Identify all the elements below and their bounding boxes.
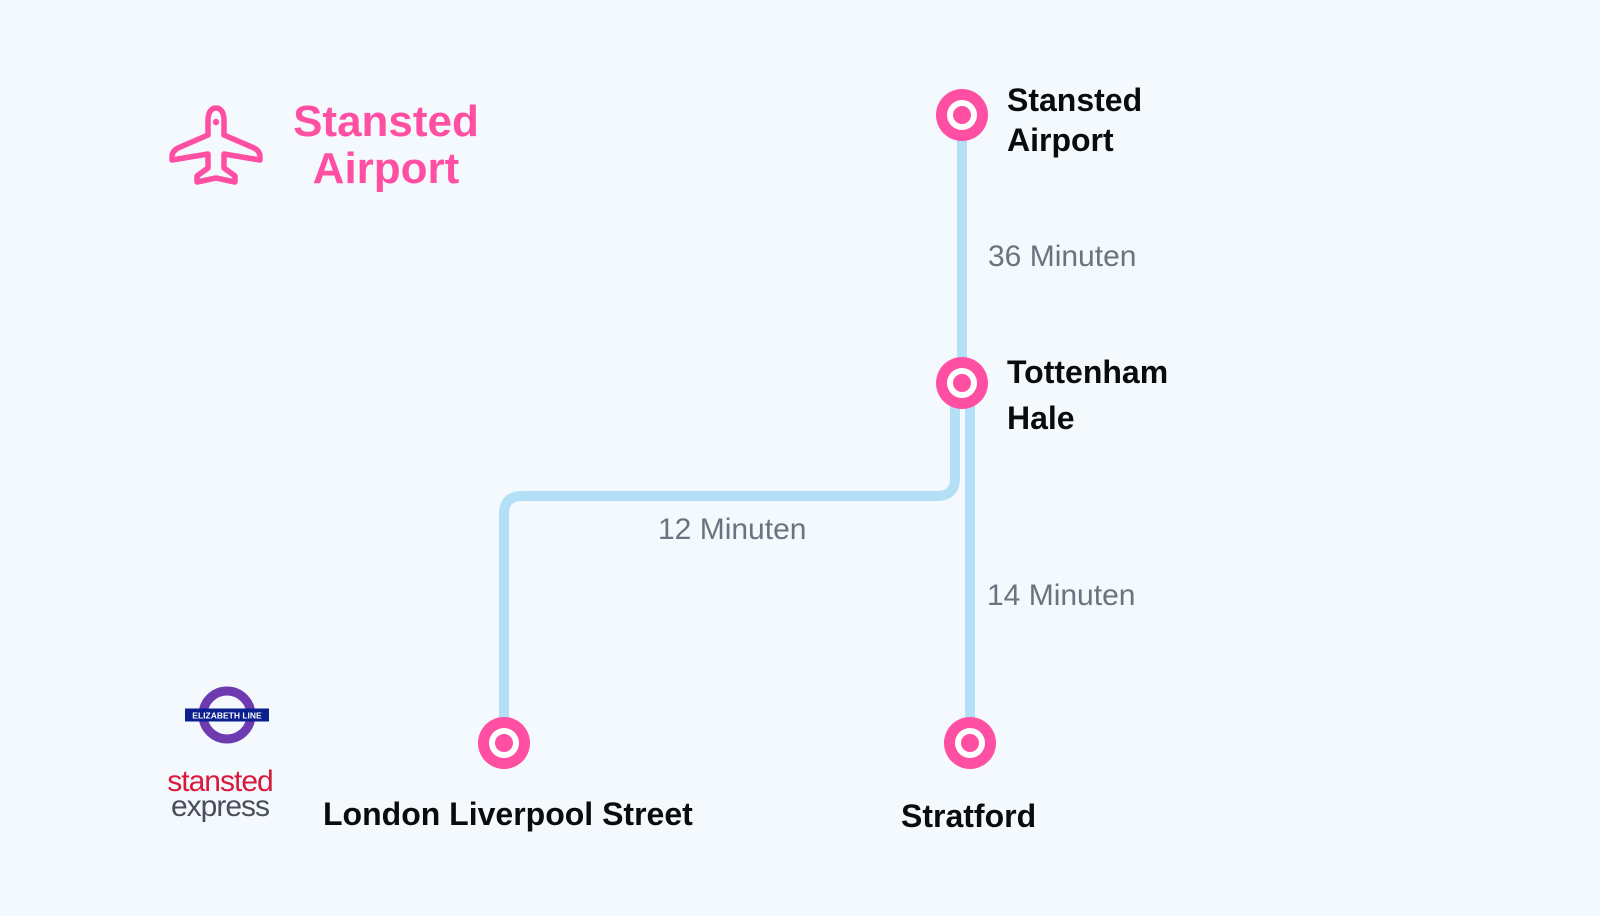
station-label-line2: Airport — [1007, 122, 1114, 158]
station-marker-stratford[interactable] — [944, 717, 996, 769]
route-line-tottenham-liverpool — [499, 390, 960, 745]
duration-tottenham-stratford: 14 Minuten — [987, 579, 1136, 612]
stansted-express-line1: stansted — [167, 765, 273, 798]
station-label-stansted-airport[interactable]: Stansted Airport — [1007, 80, 1197, 160]
duration-airport-tottenham: 36 Minuten — [988, 240, 1137, 273]
station-label-liverpool-street[interactable]: London Liverpool Street — [323, 796, 693, 832]
route-lines — [499, 110, 975, 745]
station-label-line1: Tottenham — [1007, 354, 1169, 390]
station-marker-stansted-airport[interactable] — [936, 89, 988, 141]
brand-title-line1: Stansted — [293, 97, 479, 146]
airplane-icon — [169, 105, 263, 185]
stansted-express-line2: express — [170, 790, 270, 823]
station-label-tottenham-hale[interactable]: Tottenham Hale — [1007, 349, 1197, 441]
duration-tottenham-liverpool: 12 Minuten — [658, 513, 807, 546]
station-label-line2: Hale — [1007, 400, 1075, 436]
station-label-stratford[interactable]: Stratford — [901, 798, 1037, 834]
station-marker-tottenham-hale[interactable] — [936, 357, 988, 409]
elizabeth-line-logo: ELIZABETH LINE — [185, 686, 269, 744]
station-marker-liverpool-street[interactable] — [478, 717, 530, 769]
brand-title: Stansted Airport — [286, 98, 486, 192]
brand-title-line2: Airport — [312, 144, 460, 193]
station-label-line1: Stansted — [1007, 82, 1143, 118]
elizabeth-line-text: ELIZABETH LINE — [192, 711, 262, 721]
stansted-express-logo: stansted express — [158, 765, 282, 826]
brand-header: Stansted Airport — [168, 98, 508, 198]
